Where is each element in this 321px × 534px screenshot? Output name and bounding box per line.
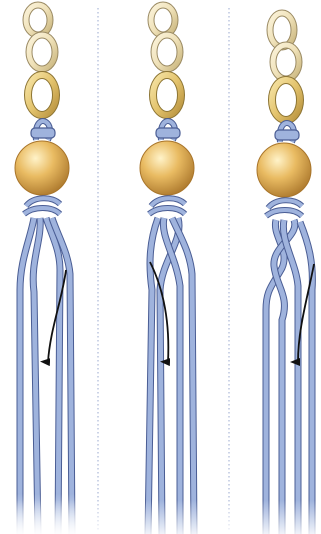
chain-link-icon <box>270 13 300 120</box>
bead-icon <box>140 141 194 195</box>
cord-fade-overlay <box>0 500 321 534</box>
wrap-knot <box>266 200 302 216</box>
cord-loop <box>31 121 55 140</box>
bead-icon <box>257 143 311 197</box>
cord-loop <box>275 123 299 142</box>
bead-icon <box>15 141 69 195</box>
cord-loop <box>156 121 180 140</box>
panel-step-2 <box>140 5 194 534</box>
panel-step-3 <box>257 13 314 534</box>
cord-strands <box>20 218 72 534</box>
panel-step-1 <box>10 5 90 534</box>
wrap-knot <box>24 198 60 214</box>
cord-strands <box>266 220 312 534</box>
wrap-knot <box>149 198 185 214</box>
cord-strands <box>148 218 194 534</box>
chain-link-icon <box>151 5 181 115</box>
chain-link-icon <box>26 5 56 115</box>
